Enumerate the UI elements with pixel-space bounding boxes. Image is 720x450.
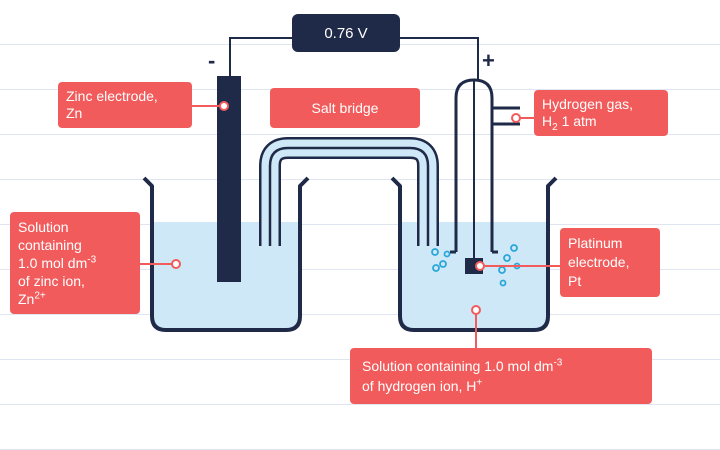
hydrogen-pressure: 1 atm [557, 113, 597, 129]
label-hydrogen-solution-line1: Solution containing 1.0 mol dm-3 [362, 356, 640, 376]
bubble [503, 254, 511, 262]
hydrogen-ion-charge: + [476, 377, 483, 389]
zinc-beaker [142, 176, 310, 332]
leader-dot-hydrogen-solution [471, 305, 481, 315]
wire-left [229, 37, 292, 76]
leader-dot-zinc-electrode [219, 101, 229, 111]
label-zinc-electrode: Zinc electrode, Zn [58, 82, 192, 128]
label-zinc-solution-line5: Zn2+ [18, 290, 132, 308]
bubble [439, 260, 447, 268]
label-zinc-solution: Solution containing 1.0 mol dm-3 of zinc… [10, 212, 140, 314]
voltmeter-reading: 0.76 V [324, 24, 368, 42]
zinc-concentration: 1.0 mol dm [18, 255, 88, 271]
wire-right [400, 37, 479, 80]
hydrogen-subscript: 2 [552, 121, 558, 133]
bubble [432, 264, 440, 272]
label-zinc-electrode-line1: Zinc electrode, [66, 88, 158, 104]
label-hydrogen-gas-line1: Hydrogen gas, [542, 96, 634, 112]
hydrogen-concentration: Solution containing 1.0 mol dm [362, 358, 554, 374]
label-hydrogen-solution: Solution containing 1.0 mol dm-3 of hydr… [350, 348, 652, 404]
label-hydrogen-solution-line2: of hydrogen ion, H+ [362, 376, 640, 396]
hydrogen-symbol: H [542, 113, 553, 129]
positive-terminal-sign: + [482, 48, 495, 73]
hydrogen-ion-text: of hydrogen ion, H [362, 378, 477, 394]
label-platinum-line3: Pt [568, 273, 582, 289]
negative-terminal-sign: - [208, 48, 216, 73]
zinc-electrode-rod [217, 76, 241, 282]
leader-dot-zinc-solution [171, 259, 181, 269]
label-hydrogen-gas: Hydrogen gas, H2 1 atm [534, 90, 668, 136]
label-platinum-line1: Platinum [568, 235, 623, 251]
zinc-ion-symbol: Zn [18, 291, 35, 307]
label-salt-bridge-text: Salt bridge [311, 99, 379, 116]
leader-dot-platinum [475, 261, 485, 271]
bubble [510, 244, 518, 252]
label-zinc-solution-line2: containing [18, 237, 82, 253]
label-salt-bridge: Salt bridge [270, 88, 420, 128]
label-platinum-electrode: Platinum electrode, Pt [560, 228, 660, 297]
label-zinc-solution-line4: of zinc ion, [18, 273, 85, 289]
zinc-concentration-exponent: -3 [87, 254, 97, 266]
voltmeter: 0.76 V [292, 14, 400, 52]
zinc-ion-charge: 2+ [34, 290, 46, 302]
label-hydrogen-gas-line2: H2 1 atm [542, 113, 660, 133]
label-zinc-solution-line1: Solution [18, 219, 69, 235]
bubble [443, 250, 451, 258]
hydrogen-concentration-exponent: -3 [553, 357, 563, 369]
hydrogen-beaker [390, 176, 558, 332]
leader-dot-hydrogen-gas [511, 113, 521, 123]
bubble [499, 279, 507, 287]
label-zinc-solution-line3: 1.0 mol dm-3 [18, 254, 132, 272]
bubble [431, 248, 439, 256]
label-platinum-line2: electrode, [568, 254, 630, 270]
label-zinc-electrode-line2: Zn [66, 105, 83, 121]
salt-bridge-core [268, 146, 430, 246]
